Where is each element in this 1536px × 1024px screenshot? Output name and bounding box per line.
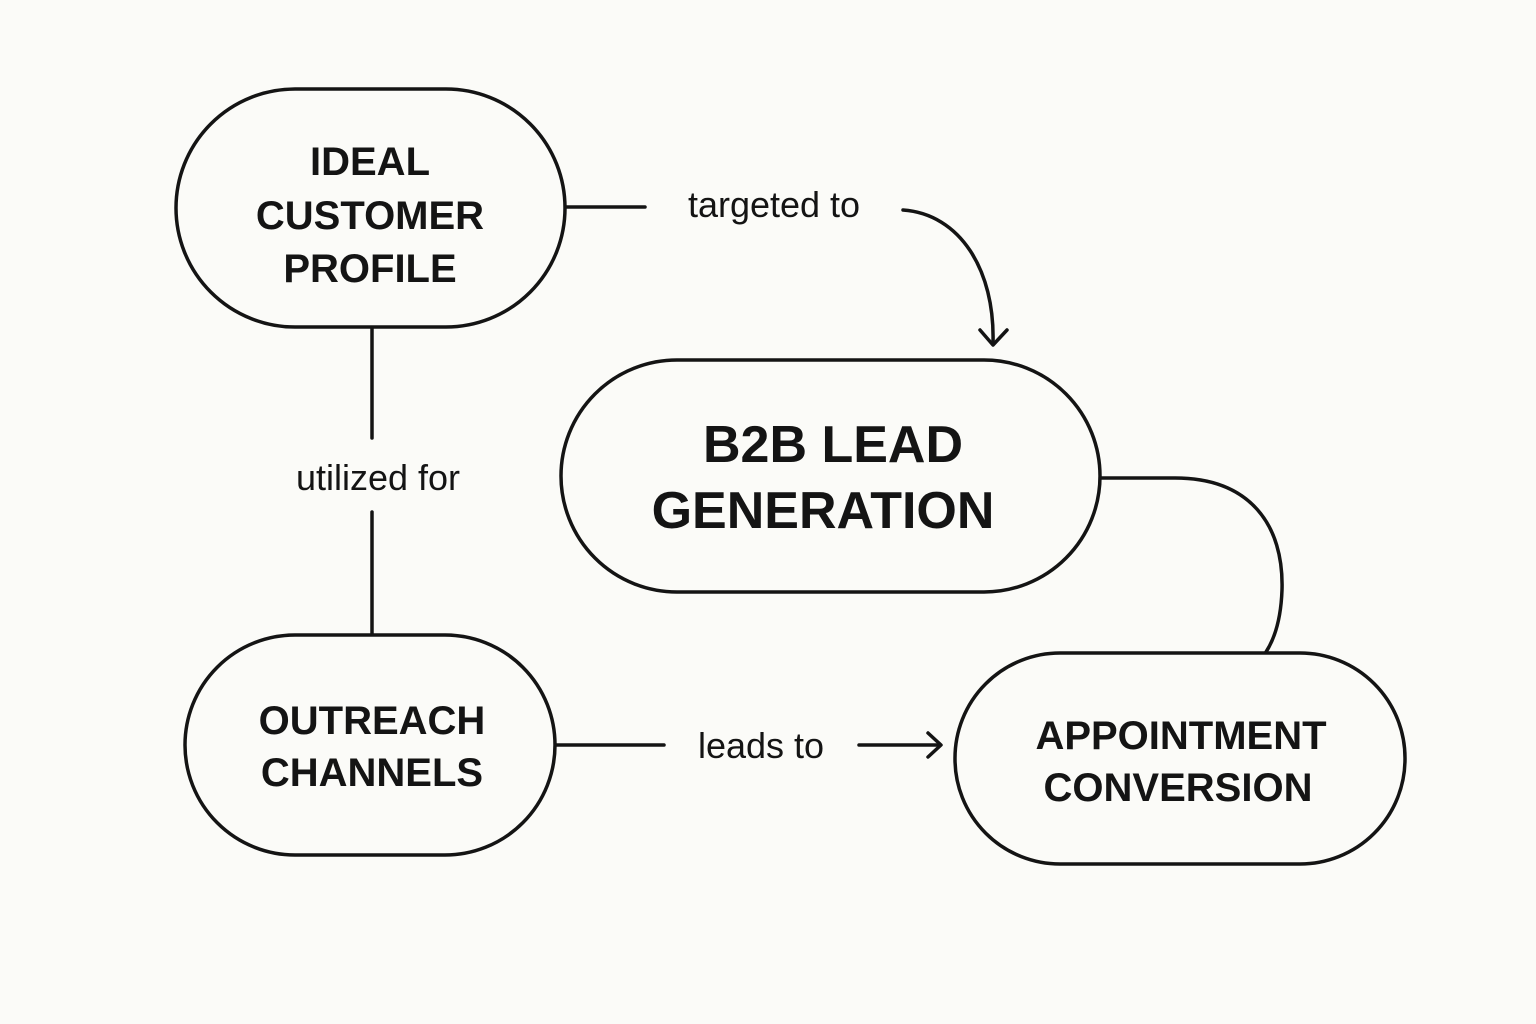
node-appointment-line-1: APPOINTMENT xyxy=(1035,714,1326,758)
node-icp-line-1: IDEAL xyxy=(310,140,430,184)
arrowhead-leads-icon xyxy=(926,731,943,759)
edge-label-leads-to: leads to xyxy=(698,725,824,766)
node-outreach-line-1: OUTREACH xyxy=(259,699,486,743)
node-outreach-channels: OUTREACH CHANNELS xyxy=(183,633,557,857)
node-appointment-line-2: CONVERSION xyxy=(1044,766,1313,810)
node-icp-line-2: CUSTOMER xyxy=(256,194,484,238)
connector-b2b-to-appointment xyxy=(1098,476,1284,654)
node-outreach-line-2: CHANNELS xyxy=(261,751,483,795)
node-ideal-customer-profile: IDEAL CUSTOMER PROFILE xyxy=(174,87,567,329)
node-b2b-line-1: B2B LEAD xyxy=(703,416,963,474)
arrowhead-targeted-icon xyxy=(978,328,1009,347)
edge-label-utilized-for: utilized for xyxy=(296,457,460,498)
node-appointment-conversion: APPOINTMENT CONVERSION xyxy=(953,651,1407,866)
edge-label-targeted-to: targeted to xyxy=(688,184,860,225)
node-icp-line-3: PROFILE xyxy=(283,247,456,291)
connector-targeted-to-b2b xyxy=(901,208,995,345)
node-b2b-line-2: GENERATION xyxy=(652,482,995,540)
node-b2b-lead-generation: B2B LEAD GENERATION xyxy=(559,358,1102,594)
